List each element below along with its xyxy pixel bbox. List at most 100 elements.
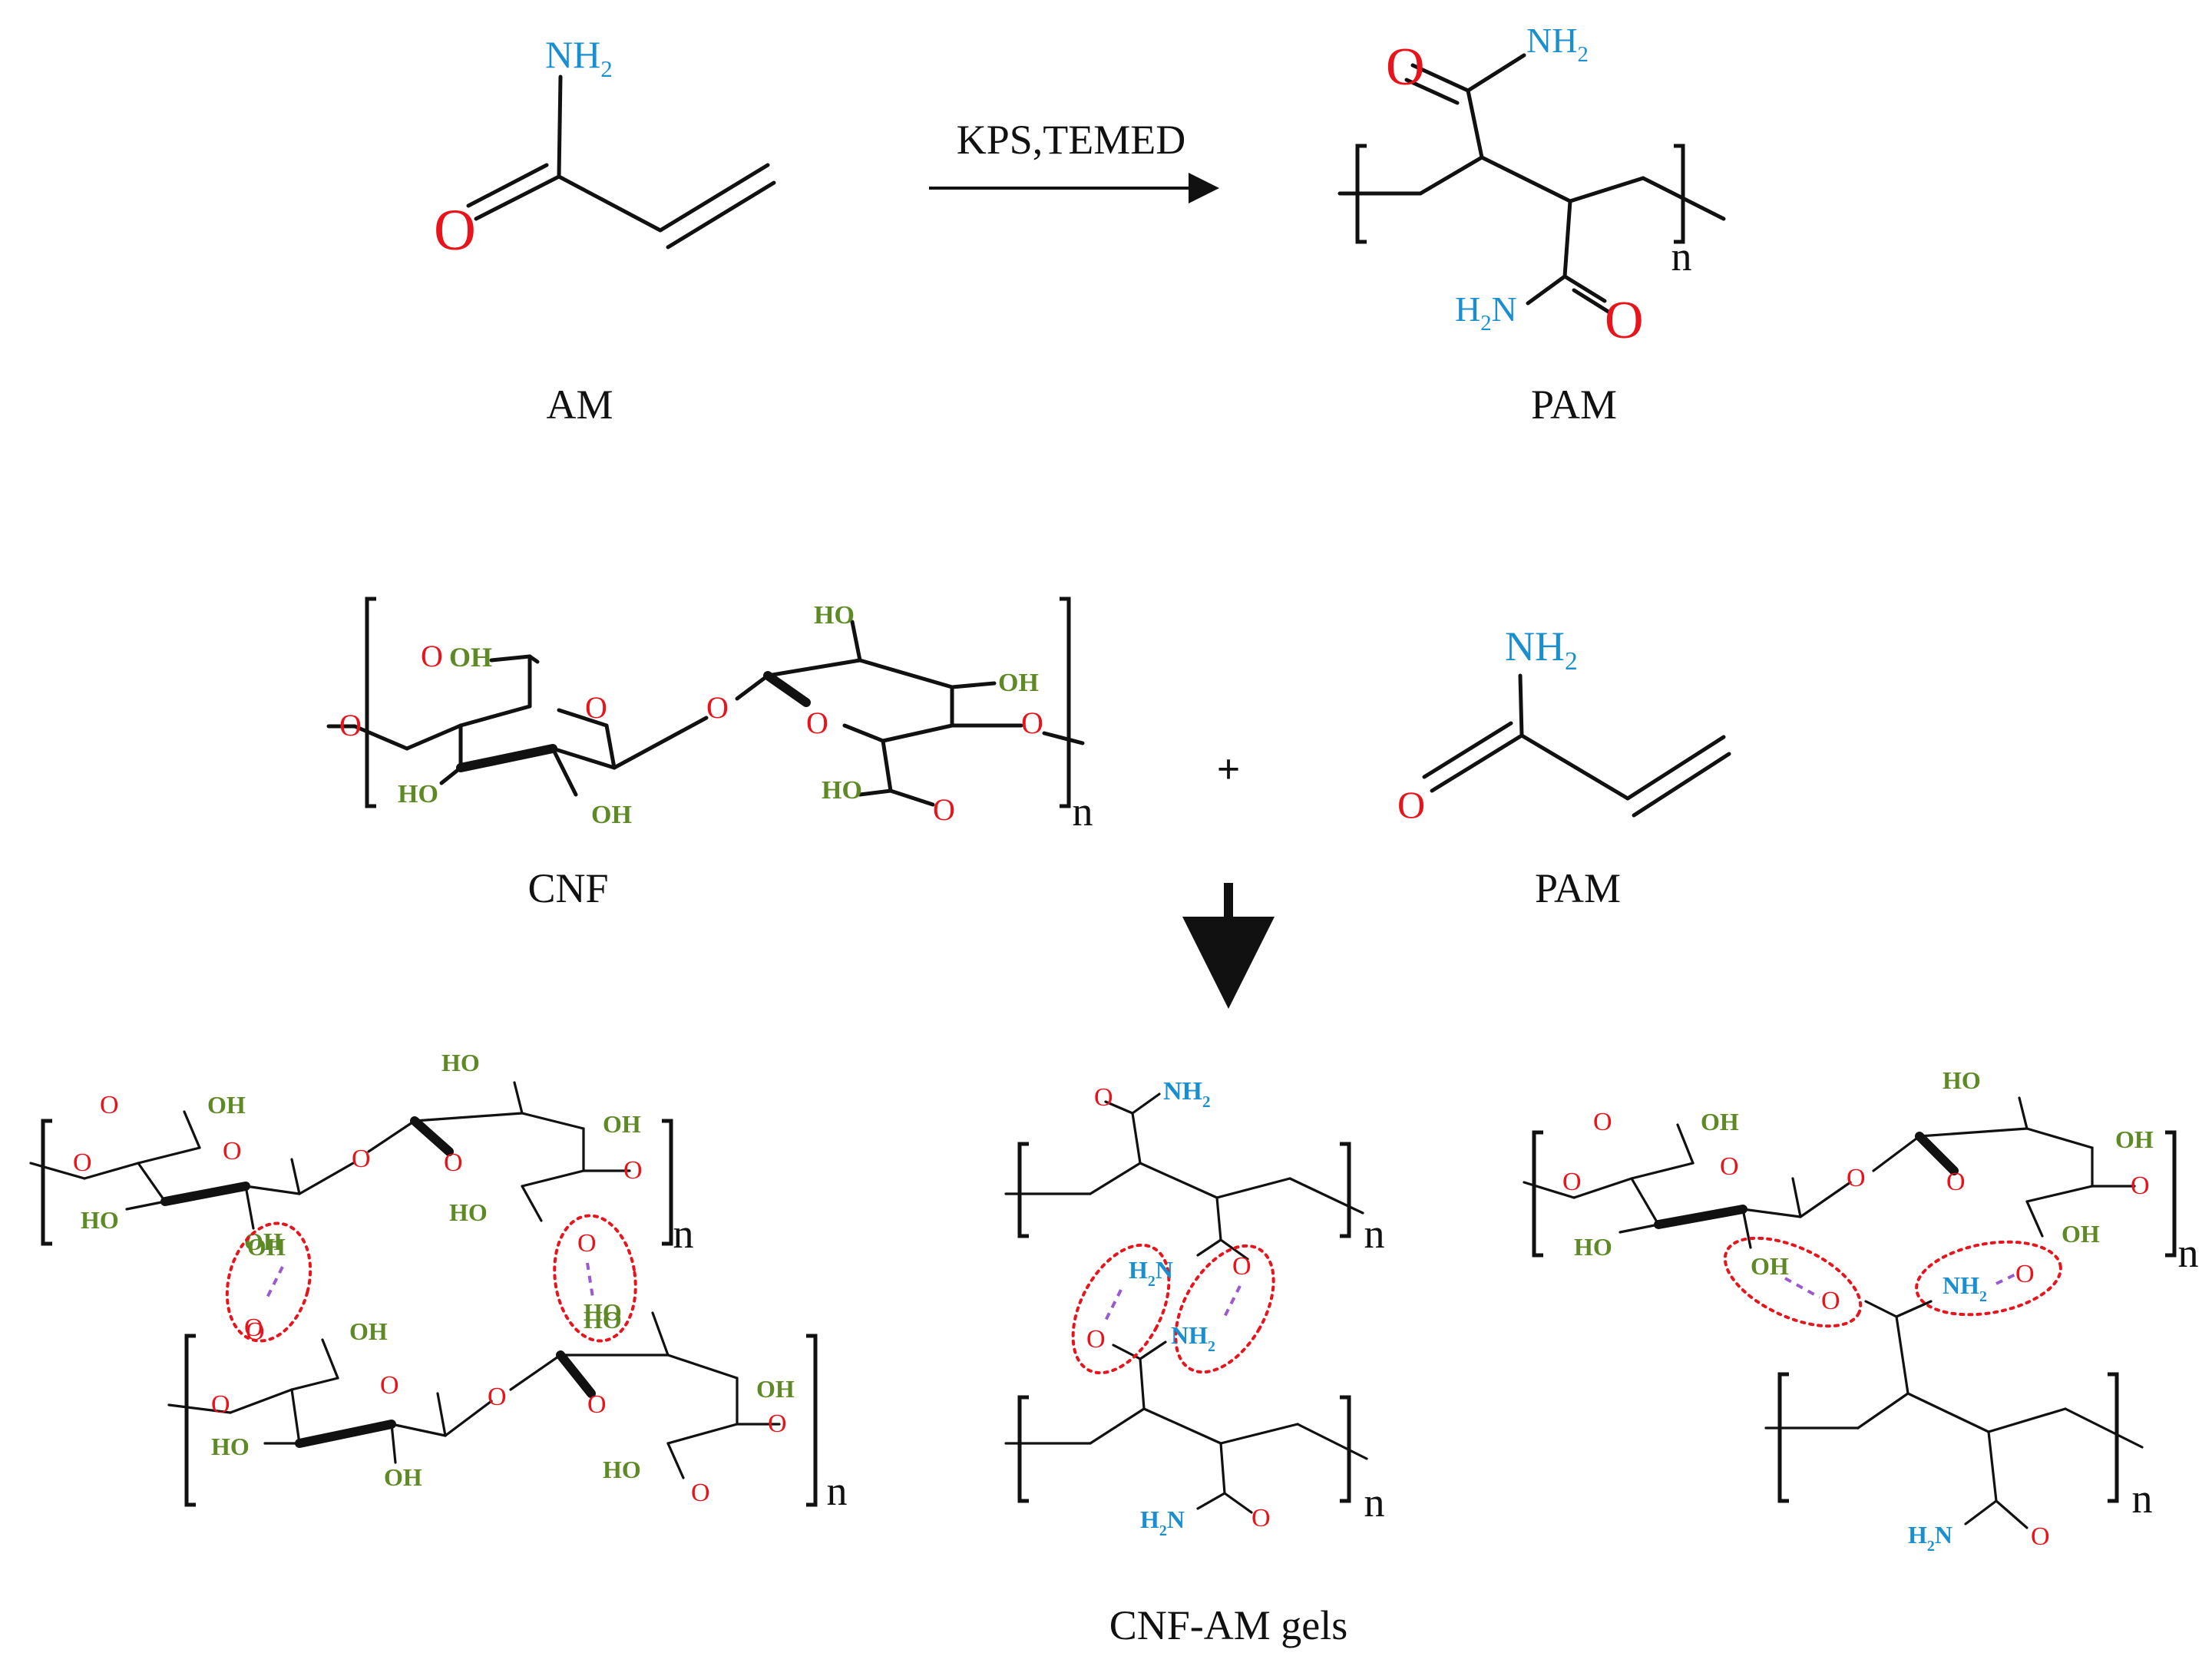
hb1-oh: OH xyxy=(247,1233,286,1261)
g1-oh-right: OH xyxy=(603,1110,641,1138)
g3-oh-right: OH xyxy=(2115,1125,2154,1153)
g3-ring-o-right: O xyxy=(1946,1168,1966,1196)
g1b-cooh-oh: OH xyxy=(349,1317,388,1345)
g3-ho-top: HO xyxy=(1943,1066,1981,1094)
hb1-o: O xyxy=(244,1314,263,1342)
g3-ring-o: O xyxy=(1720,1152,1739,1181)
pam-bottom-amine: H2N xyxy=(1455,289,1517,335)
g1b-carbonyl-o-right: O xyxy=(691,1479,710,1507)
g1b-glycosidic-o: O xyxy=(488,1383,507,1411)
am-oxygen-label: O xyxy=(434,198,476,263)
g1-cooh-ho-right: HO xyxy=(449,1198,488,1226)
pam-label-2: PAM xyxy=(1535,865,1621,911)
pam-top-oxygen: O xyxy=(1386,38,1425,97)
cnf-ho-top: HO xyxy=(814,601,855,630)
p-hb-o-left: O xyxy=(1086,1325,1106,1354)
g3-pam-repeat-index: n xyxy=(2132,1476,2153,1522)
g3-cooh-oh: OH xyxy=(1701,1108,1739,1135)
cnf-cnf-pair: O OH O O HO OH O HO OH O O HO n O OH O O… xyxy=(29,1049,848,1514)
acrylamide-monomer: NH2 O xyxy=(434,33,776,263)
h-bond-ring-3 xyxy=(1071,1243,1171,1375)
h-bond-ring-1 xyxy=(225,1221,312,1343)
p2-bottom-nh2: H2N xyxy=(1140,1506,1185,1539)
cnf-repeat-index: n xyxy=(1073,788,1093,835)
am2-oxygen-label: O xyxy=(1397,783,1425,826)
p1-top-nh2: NH2 xyxy=(1163,1077,1211,1111)
g3-hb-o-right: O xyxy=(2015,1260,2035,1288)
g1-oh-bottom: OH xyxy=(244,1228,283,1255)
g1b-ring-o-right: O xyxy=(587,1390,607,1419)
g3-hb-oh: OH xyxy=(1751,1252,1789,1280)
g3-hb-nh2: NH2 xyxy=(1943,1271,1987,1305)
hb2-ho: HO xyxy=(584,1306,622,1334)
g1-ring-o: O xyxy=(223,1137,242,1165)
cnf-oh-bottom: OH xyxy=(591,801,632,829)
p-hb-dash-2 xyxy=(1223,1285,1242,1317)
reaction-conditions: KPS,TEMED xyxy=(957,117,1186,163)
p-hb-o-right: O xyxy=(1232,1252,1251,1281)
g3-cooh-oh-right: OH xyxy=(2062,1220,2100,1248)
hb2-o: O xyxy=(577,1229,597,1258)
g1b-repeat-index: n xyxy=(827,1468,848,1514)
g1-ho-left: HO xyxy=(81,1206,119,1234)
g1-link-o: O xyxy=(73,1149,92,1177)
cnf-label: CNF xyxy=(527,865,608,911)
g3-carbonyl-o: O xyxy=(1593,1108,1612,1136)
am2-amine-label: NH2 xyxy=(1505,623,1578,676)
cnf-link-o-right: O xyxy=(1021,706,1043,740)
g1b-ring-o: O xyxy=(380,1371,399,1400)
cnf-cooh-ho-right: HO xyxy=(822,776,862,805)
acrylamide-monomer-2: NH2 O xyxy=(1397,623,1731,826)
h-bond-ring-2 xyxy=(553,1214,637,1343)
g3-hb-dash-1 xyxy=(1784,1277,1820,1299)
g1b-cooh-ho-right: HO xyxy=(603,1456,641,1483)
p-hb-nh2: NH2 xyxy=(1171,1321,1215,1355)
h-bond-ring-6 xyxy=(1915,1240,2062,1317)
hb1-dash xyxy=(266,1266,284,1298)
g3-link-o-right: O xyxy=(2131,1172,2150,1200)
pam-repeat-index: n xyxy=(1671,233,1692,279)
am-amine-label: NH2 xyxy=(545,33,613,82)
pam-bottom-oxygen: O xyxy=(1605,291,1644,350)
cnf-carbonyl-o-right: O xyxy=(933,792,955,827)
p2-repeat-index: n xyxy=(1364,1479,1385,1525)
g3-pam-bottom-o: O xyxy=(2031,1522,2050,1551)
g3-glycosidic-o: O xyxy=(1847,1164,1866,1192)
cnf-oh-right: OH xyxy=(998,669,1039,697)
g1b-link-o-right: O xyxy=(768,1410,787,1438)
h-bond-ring-5 xyxy=(1723,1236,1863,1328)
g1-cooh-oh: OH xyxy=(207,1091,246,1119)
cnf-repeat-unit: O OH O O HO OH O HO OH O O HO O n xyxy=(326,597,1093,835)
p2-bottom-o: O xyxy=(1251,1504,1271,1532)
g1b-ho-top: HO xyxy=(584,1298,622,1326)
g3-hb-dash-2 xyxy=(1995,1273,2016,1285)
cnf-glycosidic-o: O xyxy=(706,690,729,725)
cnf-carbonyl-o: O xyxy=(421,639,443,673)
g3-pam-bottom-nh2: H2N xyxy=(1908,1521,1952,1555)
g1b-oh-right: OH xyxy=(756,1375,795,1403)
hb2-dash xyxy=(586,1262,594,1298)
pam-pam-pair: O NH2 n O H2N n H2N O O NH2 xyxy=(1004,1077,1385,1539)
cnf-pam-pair: O OH O O HO O HO OH O O OH n OH O NH2 O … xyxy=(1523,1066,2199,1555)
cnf-cooh-oh: OH xyxy=(449,642,492,673)
g1-link-o-right: O xyxy=(623,1156,643,1185)
g1b-link-o: O xyxy=(211,1390,230,1419)
g1-repeat-index: n xyxy=(673,1211,694,1257)
gels-label: CNF-AM gels xyxy=(1109,1602,1348,1648)
g3-ho-left: HO xyxy=(1574,1233,1612,1261)
pam-label: PAM xyxy=(1531,382,1617,428)
g3-hb-o: O xyxy=(1821,1287,1840,1315)
am-label: AM xyxy=(546,382,613,428)
pam-top-amine: NH2 xyxy=(1526,21,1589,67)
g1-ho-top: HO xyxy=(441,1049,480,1076)
cnf-ho-left: HO xyxy=(398,780,438,808)
p-hb-dash-1 xyxy=(1104,1289,1123,1321)
g3-link-o: O xyxy=(1562,1168,1582,1196)
cnf-ring-o: O xyxy=(585,690,607,725)
g1-carbonyl-o: O xyxy=(100,1091,119,1119)
p1-repeat-index: n xyxy=(1364,1211,1385,1257)
g1-ring-o-right: O xyxy=(444,1149,463,1177)
cnf-ring-o-right: O xyxy=(806,706,828,740)
p-hb-h2n: H2N xyxy=(1129,1256,1173,1290)
